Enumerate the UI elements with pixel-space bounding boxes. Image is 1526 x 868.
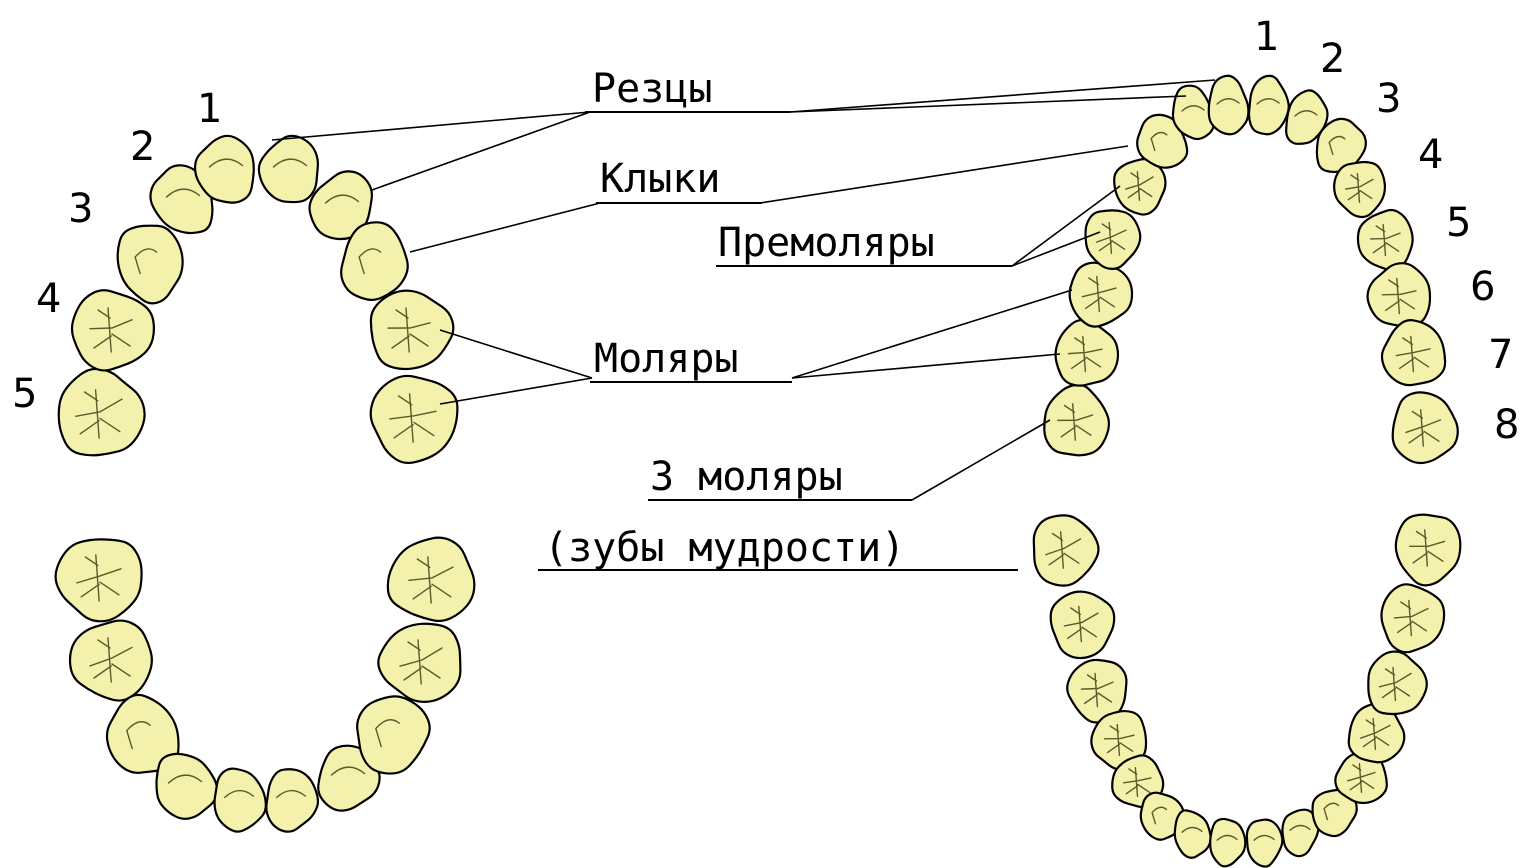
label-wisdom-teeth: (зубы мудрости)	[544, 525, 905, 571]
milk-lower-tooth-20	[386, 536, 476, 623]
milk-upper-tooth-8	[340, 221, 409, 302]
milk-lower-tooth-19	[377, 622, 462, 703]
perm-lower-tooth-43	[1173, 809, 1212, 859]
perm-lower-tooth-52	[1394, 513, 1462, 587]
milk-lower-tooth-14	[155, 752, 219, 820]
perm-upper-tooth-27	[1171, 84, 1216, 141]
milk-tooth-number-1: 1	[197, 86, 222, 132]
leader-line-9	[439, 329, 593, 379]
leader-lines	[271, 79, 1216, 501]
perm-upper-tooth-29	[1247, 74, 1290, 136]
leader-line-12	[791, 353, 1061, 379]
perm-lower-tooth-37	[1032, 514, 1100, 587]
perm-lower-tooth-51	[1380, 583, 1446, 654]
leader-line-11	[791, 289, 1073, 379]
perm-upper-tooth-24	[1084, 209, 1142, 271]
milk-upper-tooth-9	[369, 289, 455, 371]
milk-tooth-number-4: 4	[36, 276, 61, 322]
label-premolars: Премоляры	[718, 220, 935, 266]
label-canines: Клыки	[600, 156, 720, 202]
perm-tooth-number-8: 8	[1494, 402, 1519, 448]
perm-tooth-number-4: 4	[1418, 132, 1443, 178]
leader-line-2	[371, 111, 591, 191]
perm-upper-tooth-30	[1285, 89, 1329, 145]
milk-lower-tooth-11	[54, 538, 143, 623]
milk-upper-tooth-2	[70, 289, 156, 372]
perm-tooth-number-3: 3	[1376, 76, 1401, 122]
perm-upper-tooth-28	[1207, 74, 1250, 136]
leader-line-1	[271, 111, 591, 141]
perm-upper-tooth-32	[1333, 160, 1387, 219]
perm-upper-tooth-34	[1366, 262, 1432, 327]
perm-lower-tooth-42	[1139, 791, 1186, 841]
milk-upper-tooth-4	[149, 164, 214, 235]
milk-upper-tooth-3	[116, 224, 184, 305]
perm-upper-tooth-35	[1380, 319, 1447, 387]
leader-line-13	[911, 419, 1051, 501]
perm-lower-tooth-46	[1281, 808, 1320, 858]
milk-tooth-number-3: 3	[68, 186, 93, 232]
perm-tooth-number-6: 6	[1470, 264, 1495, 310]
label-molars: Моляры	[594, 336, 739, 382]
milk-lower-tooth-16	[265, 768, 320, 833]
perm-tooth-number-7: 7	[1488, 332, 1513, 378]
leader-line-4	[789, 95, 1187, 113]
milk-lower-tooth-18	[356, 695, 431, 775]
label-incisors: Резцы	[592, 66, 712, 112]
milk-tooth-number-2: 2	[130, 124, 155, 170]
perm-tooth-number-5: 5	[1446, 200, 1471, 246]
leader-line-3	[789, 79, 1216, 113]
milk-upper-tooth-7	[308, 170, 374, 241]
perm-lower-tooth-44	[1209, 817, 1247, 868]
milk-lower-tooth-12	[68, 619, 153, 702]
leader-line-10	[439, 377, 593, 405]
perm-upper-tooth-26	[1136, 113, 1189, 169]
perm-tooth-number-2: 2	[1320, 36, 1345, 82]
teeth-layer	[54, 74, 1462, 868]
leader-line-8	[1011, 231, 1101, 267]
milk-lower-tooth-15	[213, 767, 267, 833]
label-third-molars: 3 моляры	[650, 454, 843, 500]
perm-lower-tooth-49	[1347, 702, 1406, 764]
perm-lower-tooth-45	[1245, 818, 1284, 868]
perm-lower-tooth-38	[1049, 590, 1116, 660]
perm-upper-tooth-23	[1068, 261, 1134, 328]
perm-lower-tooth-50	[1367, 650, 1428, 716]
milk-upper-tooth-1	[57, 367, 146, 457]
perm-tooth-number-1: 1	[1254, 14, 1279, 60]
milk-upper-tooth-10	[369, 374, 459, 465]
perm-upper-tooth-33	[1356, 208, 1414, 272]
perm-upper-tooth-22	[1054, 318, 1120, 387]
leader-line-6	[759, 145, 1129, 204]
perm-upper-tooth-36	[1391, 391, 1459, 465]
milk-upper-tooth-6	[257, 134, 319, 204]
leader-line-7	[1011, 185, 1121, 267]
milk-tooth-number-5: 5	[12, 371, 37, 417]
milk-upper-tooth-5	[193, 134, 255, 204]
leader-line-5	[409, 202, 601, 253]
perm-upper-tooth-21	[1043, 383, 1111, 457]
